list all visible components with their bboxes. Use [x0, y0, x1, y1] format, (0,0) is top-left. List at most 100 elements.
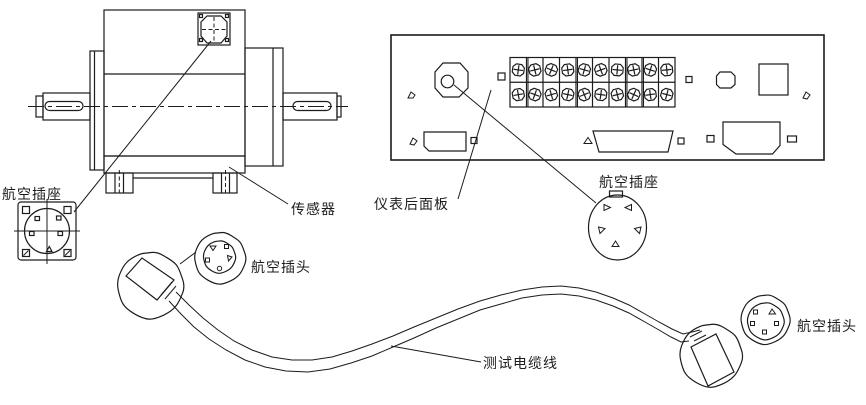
leader-line-sensor: [228, 166, 289, 205]
sensor-base-plate: [103, 155, 246, 174]
cable-line-lower: [168, 293, 690, 373]
terminal-screw: [659, 87, 675, 103]
socket-pin-hole: [623, 203, 632, 212]
sensor-view: [28, 9, 348, 213]
socket-flange: [197, 12, 231, 46]
socket-pin: [57, 230, 64, 237]
plug-pin: [224, 244, 229, 249]
terminal-screw: [609, 87, 625, 102]
terminal-screw: [527, 86, 543, 103]
label-right-plug: 航空插头: [797, 318, 857, 334]
right-cable-connector: [679, 323, 743, 388]
panel-outline: [390, 34, 825, 161]
terminal-screw: [576, 62, 592, 78]
socket-pin-hole: [603, 203, 612, 212]
sensor-body: [103, 9, 246, 157]
panel-screw-hole: [706, 134, 715, 143]
terminal-screw: [660, 63, 674, 77]
leader-line-left-plug: [179, 251, 197, 265]
socket-pin-hole: [611, 240, 620, 247]
socket-pin: [55, 215, 62, 221]
terminal-screw: [543, 87, 559, 103]
leader-line-rear-panel: [457, 89, 492, 200]
terminal-block: [509, 56, 676, 108]
flange-hole: [21, 248, 31, 258]
sensor-socket-face: [14, 199, 80, 264]
panel-socket-key: [440, 74, 455, 89]
panel-mark: [802, 91, 811, 100]
label-sensor-socket: 航空插座: [2, 186, 62, 202]
cable-line-upper: [175, 285, 701, 361]
socket-corner-mark: [224, 37, 230, 43]
plug-pin: [205, 257, 210, 263]
dsub-connector-large: [592, 130, 674, 153]
power-inlet: [722, 121, 781, 155]
plug-pin: [768, 308, 777, 315]
terminal-screw: [593, 87, 608, 102]
socket-corner-mark: [224, 13, 230, 19]
connector-neck-line: [693, 334, 707, 342]
panel-screw-hole: [786, 135, 798, 143]
panel-mark: [409, 137, 418, 146]
socket-pin-hole: [597, 226, 606, 235]
terminal-screw: [626, 62, 642, 78]
socket-corner-mark: [198, 13, 204, 19]
socket-pin: [34, 215, 41, 222]
panel-socket-face: [587, 190, 648, 261]
terminal-screw: [560, 63, 575, 77]
socket-key-tab: [608, 190, 624, 198]
cable-assembly: [117, 251, 743, 388]
connector-body: [690, 333, 735, 387]
label-sensor: 传感器: [291, 201, 336, 217]
flange-hole: [63, 248, 72, 258]
socket-barrel: [200, 15, 228, 44]
plug-pin: [226, 254, 233, 263]
terminal-screw: [643, 87, 658, 102]
socket-pin-hole: [633, 226, 642, 235]
terminal-screw: [543, 62, 560, 78]
right-plug-face: [740, 294, 791, 345]
plug-shell-outer: [194, 232, 247, 285]
terminal-screw: [593, 62, 609, 78]
label-left-plug: 航空插头: [251, 259, 311, 275]
connector-neck-line: [164, 285, 177, 300]
panel-aviation-socket: [434, 62, 469, 98]
left-cable-connector: [117, 251, 185, 320]
left-plug-face: [179, 232, 247, 285]
terminal-screw: [560, 87, 576, 102]
socket-key-pin: [45, 245, 54, 253]
plug-pin: [762, 329, 767, 335]
plug-pin: [209, 245, 217, 252]
terminal-screw: [642, 62, 658, 78]
plug-pin: [216, 265, 223, 272]
flange-hole-notch: [23, 250, 29, 256]
terminal-screw: [527, 62, 543, 78]
panel-screw-hole: [685, 75, 693, 84]
panel-mark: [583, 136, 593, 144]
connector-boot: [679, 323, 743, 388]
terminal-screw: [610, 63, 624, 77]
connector-body: [125, 257, 175, 301]
terminal-screw: [625, 86, 642, 103]
leader-line-test-cable: [390, 345, 482, 363]
socket-corner-mark: [198, 37, 204, 43]
power-switch: [758, 63, 789, 96]
plug-pin: [753, 309, 758, 315]
plug-pin: [774, 321, 779, 326]
flange-hole-notch: [64, 250, 71, 256]
panel-mark: [407, 91, 416, 99]
flange-hole: [21, 205, 31, 215]
terminal-screw: [576, 86, 593, 103]
panel-screw-hole: [470, 136, 478, 145]
sensor-top-socket: [197, 12, 231, 46]
connector-neck-line: [689, 330, 703, 338]
plug-pin: [750, 321, 755, 326]
terminal-screw: [511, 63, 526, 77]
socket-shell: [587, 194, 648, 261]
sensor-left-flange: [89, 50, 105, 171]
terminal-screw: [511, 87, 526, 102]
label-panel-socket: 航空插座: [599, 174, 659, 190]
dsub-connector-small: [423, 131, 467, 152]
